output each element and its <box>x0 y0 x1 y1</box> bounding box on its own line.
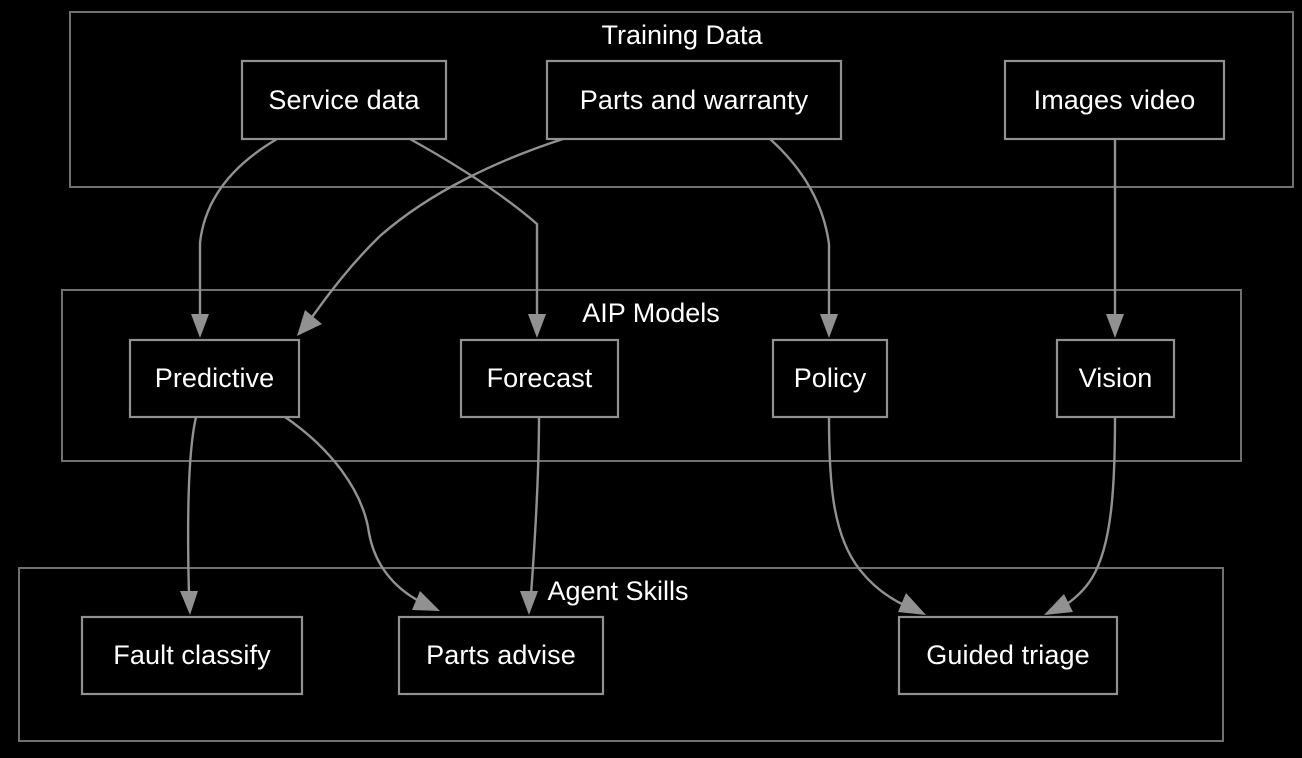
node-border-parts-and-warranty[interactable] <box>545 59 843 141</box>
node-label-predictive[interactable]: Predictive <box>154 363 275 393</box>
edge-line <box>283 415 421 603</box>
node-label-service-data[interactable]: Service data <box>268 84 420 115</box>
node-label-parts-and-warranty[interactable]: Parts and warranty <box>579 84 809 115</box>
edge-vision-to-guided-triage <box>1044 415 1117 615</box>
cluster-borders-group <box>18 11 1294 742</box>
edge-line <box>408 137 539 320</box>
node-border-policy[interactable] <box>771 338 889 419</box>
edge-parts-and-warranty-to-predictive <box>297 137 565 336</box>
cluster-label-agent-skills: Agent Skills <box>547 576 689 606</box>
arrowhead-icon <box>297 310 322 336</box>
node-label-images-video[interactable]: Images video <box>1033 84 1196 115</box>
edge-line <box>768 137 831 320</box>
arrowhead-icon <box>180 591 198 615</box>
node-label-policy[interactable]: Policy <box>793 363 867 393</box>
node-border-service-data[interactable] <box>240 59 448 141</box>
edges-group <box>180 137 1124 615</box>
edge-line <box>1062 415 1117 608</box>
edge-parts-and-warranty-to-policy <box>768 137 838 338</box>
edge-policy-to-guided-triage <box>827 415 926 615</box>
arrowhead-icon <box>898 593 926 615</box>
edge-images-video-to-vision <box>1106 137 1124 338</box>
arrowhead-icon <box>191 314 209 338</box>
node-label-vision[interactable]: Vision <box>1078 363 1153 393</box>
cluster-border-agent-skills <box>18 567 1224 742</box>
edge-service-data-to-predictive <box>191 137 279 338</box>
edge-line <box>198 137 279 320</box>
edge-predictive-to-fault-classify <box>180 415 198 615</box>
edge-line <box>529 415 541 597</box>
node-label-fault-classify[interactable]: Fault classify <box>113 640 271 670</box>
node-label-forecast[interactable]: Forecast <box>486 363 593 393</box>
arrowhead-icon <box>528 314 546 338</box>
cluster-label-aip-models: AIP Models <box>582 298 720 328</box>
arrowhead-icon <box>1044 594 1073 615</box>
arrowhead-icon <box>520 591 538 615</box>
node-label-parts-advise[interactable]: Parts advise <box>426 640 576 670</box>
arrowhead-icon <box>412 591 440 611</box>
cluster-border-aip-models <box>61 289 1242 462</box>
node-border-parts-advise[interactable] <box>397 615 605 696</box>
edge-service-data-to-forecast <box>408 137 546 338</box>
node-border-fault-classify[interactable] <box>80 615 304 696</box>
node-border-predictive[interactable] <box>128 338 301 419</box>
node-borders-group <box>80 59 1226 696</box>
node-border-vision[interactable] <box>1055 338 1176 419</box>
edge-line <box>827 415 908 608</box>
edge-forecast-to-parts-advise <box>520 415 541 615</box>
node-label-guided-triage[interactable]: Guided triage <box>926 640 1090 670</box>
edge-line <box>186 415 198 597</box>
edge-line <box>308 137 565 322</box>
cluster-label-training-data: Training Data <box>601 20 763 50</box>
node-border-guided-triage[interactable] <box>897 615 1119 696</box>
node-border-forecast[interactable] <box>459 338 620 419</box>
cluster-border-training-data <box>69 11 1294 188</box>
arrowhead-icon <box>1106 314 1124 338</box>
arrowhead-icon <box>820 314 838 338</box>
edge-predictive-to-parts-advise <box>283 415 440 611</box>
node-border-images-video[interactable] <box>1003 59 1226 141</box>
